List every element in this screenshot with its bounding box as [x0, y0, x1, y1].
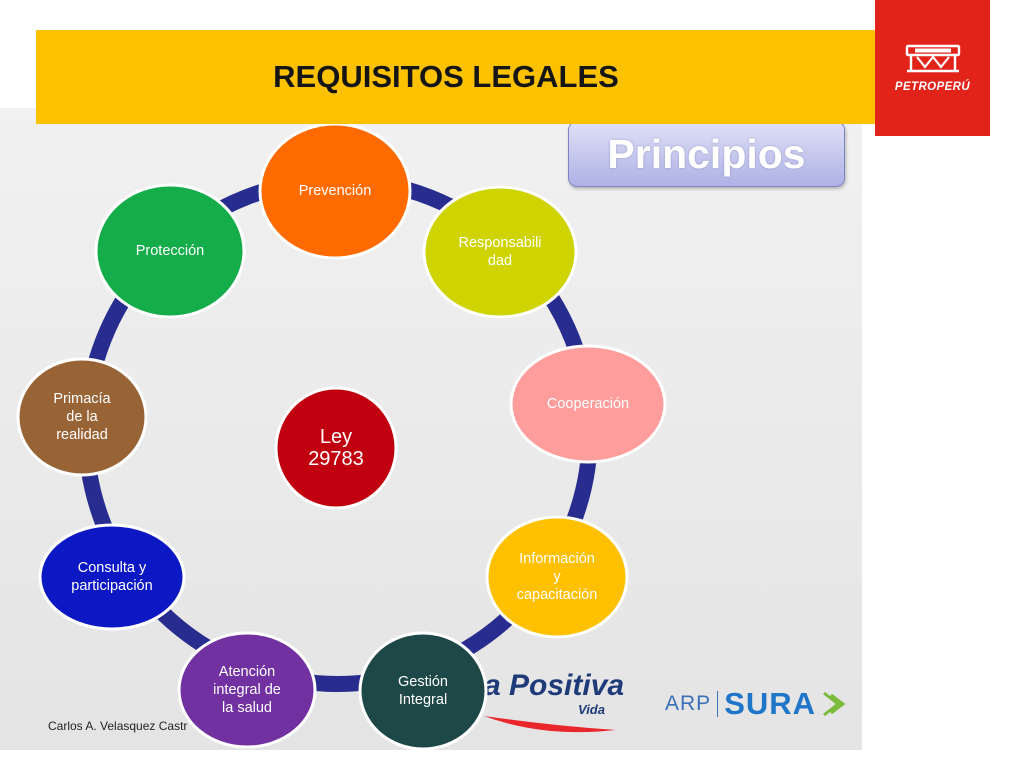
author-name: Carlos A. Velasquez Castr — [48, 719, 188, 733]
principle-node-consulta-label: participación — [71, 578, 152, 594]
title-bar: REQUISITOS LEGALES — [36, 30, 876, 124]
principios-label: Principios — [568, 121, 845, 187]
principle-node-consulta-shape — [38, 523, 186, 631]
positiva-logo-subtext: Vida — [578, 702, 605, 717]
principle-node-primacia-shape — [16, 357, 148, 477]
petroperu-logo: PETROPERÚ — [875, 0, 990, 136]
sura-chevron-icon — [823, 691, 846, 717]
principle-node-responsabilidad: Responsabili dad — [422, 185, 578, 319]
principle-node-proteccion: Protección — [94, 183, 246, 319]
principle-node-informacion-label: Información — [519, 551, 595, 567]
sura-arp-text: ARP — [665, 692, 712, 715]
principle-node-prevencion-label: Prevención — [299, 183, 372, 199]
principle-node-cooperacion: Cooperación — [509, 344, 667, 464]
petroperu-logo-text: PETROPERÚ — [894, 81, 971, 93]
principle-node-atencion: Atención integral de la salud — [177, 631, 317, 749]
positiva-swoosh-icon — [484, 716, 616, 733]
principle-node-primacia-label: Primacía — [53, 391, 111, 407]
principle-node-gestion-shape — [358, 631, 488, 751]
principle-node-prevencion-shape — [258, 122, 412, 260]
principle-node-atencion-label: la salud — [222, 700, 272, 716]
sura-name-text: SURA — [724, 686, 817, 721]
principle-node-informacion-label: capacitación — [517, 587, 598, 603]
principle-node-responsabilidad-label: dad — [488, 253, 512, 269]
petroperu-emblem-icon — [905, 44, 960, 73]
sura-divider — [717, 691, 719, 717]
principle-node-gestion-label: Gestión — [398, 674, 448, 690]
principle-node-responsabilidad-shape — [422, 185, 578, 319]
principle-node-prevencion: Prevención — [258, 122, 412, 260]
positiva-logo: a Positiva Vida — [484, 669, 625, 733]
center-node-label: 29783 — [308, 448, 364, 470]
center-node-shape — [274, 386, 398, 510]
principle-node-proteccion-label: Protección — [136, 243, 205, 259]
principle-node-atencion-label: Atención — [219, 664, 275, 680]
center-node-label: Ley — [320, 426, 352, 448]
principle-node-responsabilidad-label: Responsabili — [458, 235, 541, 251]
principle-node-consulta-label: Consulta y — [78, 560, 147, 576]
principle-node-gestion-label: Integral — [399, 692, 447, 708]
principle-node-primacia: Primacía de la realidad — [16, 357, 148, 477]
principle-node-primacia-label: de la — [66, 409, 98, 425]
sura-logo: ARP SURA — [665, 686, 848, 722]
principle-node-primacia-label: realidad — [56, 427, 108, 443]
principle-node-informacion: Información y capacitación — [485, 515, 629, 639]
principle-node-cooperacion-shape — [509, 344, 667, 464]
principle-node-atencion-label: integral de — [213, 682, 281, 698]
page-title: REQUISITOS LEGALES — [273, 59, 619, 94]
principle-node-informacion-label: y — [553, 569, 561, 585]
principle-node-informacion-shape — [485, 515, 629, 639]
principle-node-consulta: Consulta y participación — [38, 523, 186, 631]
principle-node-atencion-shape — [177, 631, 317, 749]
principle-node-cooperacion-label: Cooperación — [547, 396, 629, 412]
principle-node-proteccion-shape — [94, 183, 246, 319]
positiva-logo-text: a Positiva — [484, 669, 625, 702]
